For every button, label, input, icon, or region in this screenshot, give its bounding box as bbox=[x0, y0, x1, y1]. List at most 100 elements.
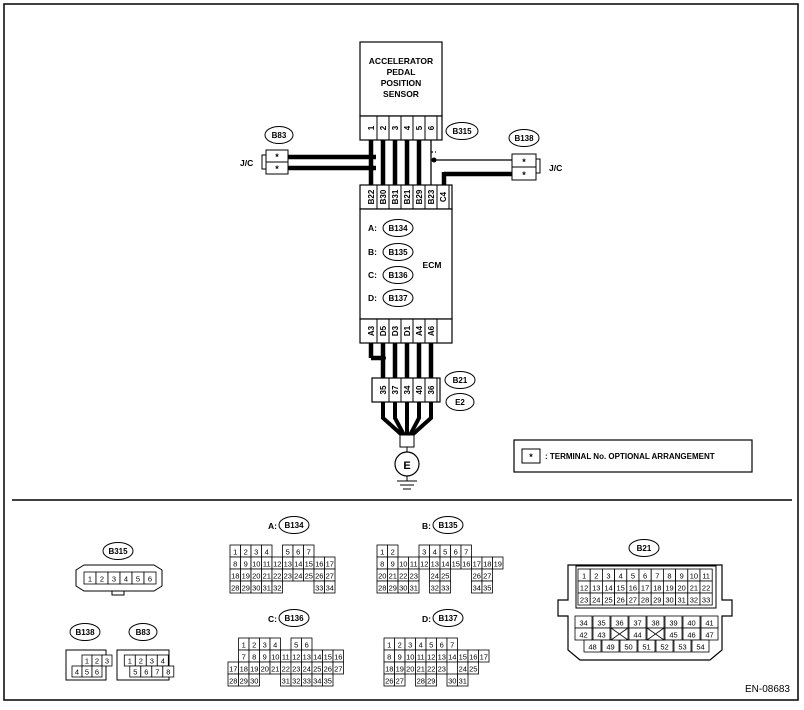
b21-cell-9: 9 bbox=[680, 572, 684, 581]
b21-cell-13: 13 bbox=[592, 584, 600, 593]
b136-cell-1: 1 bbox=[242, 641, 246, 650]
face-b135-prefix: B: bbox=[422, 521, 431, 531]
figure-code: EN-08683 bbox=[745, 684, 790, 695]
jc-left-star-1: * bbox=[275, 152, 279, 162]
b138-cell-6: 6 bbox=[95, 668, 99, 677]
b136-cell-13: 13 bbox=[303, 653, 311, 662]
face-b315-text: B315 bbox=[108, 547, 128, 556]
sensor-pin-4: 4 bbox=[403, 125, 412, 130]
b136-cell-32: 32 bbox=[292, 677, 300, 686]
b136-cell-29: 29 bbox=[240, 677, 248, 686]
ecm-bottom-pin-D3: D3 bbox=[391, 325, 400, 336]
b137-cell-8: 8 bbox=[387, 653, 391, 662]
ecm-top-pin-B29: B29 bbox=[415, 189, 424, 204]
ecm-e2-wires bbox=[368, 343, 434, 378]
b21-cell-41: 41 bbox=[705, 619, 713, 628]
legend-box: * : TERMINAL No. OPTIONAL ARRANGEMENT bbox=[513, 439, 753, 473]
b136-cell-20: 20 bbox=[261, 665, 269, 674]
b134-cell-28: 28 bbox=[231, 584, 239, 593]
legend-text: : TERMINAL No. OPTIONAL ARRANGEMENT bbox=[545, 452, 715, 461]
b21-cell-20: 20 bbox=[678, 584, 686, 593]
b21-cell-47: 47 bbox=[705, 631, 713, 640]
b136-cell-8: 8 bbox=[252, 653, 256, 662]
b137-cell-18: 18 bbox=[385, 665, 393, 674]
b21-cell-49: 49 bbox=[606, 643, 614, 652]
b135-cell-26: 26 bbox=[473, 572, 481, 581]
b137-cell-13: 13 bbox=[438, 653, 446, 662]
b21-cell-44: 44 bbox=[633, 631, 641, 640]
b137-cell-12: 12 bbox=[427, 653, 435, 662]
b135-cell-27: 27 bbox=[483, 572, 491, 581]
ecm-conn-a bbox=[382, 219, 414, 237]
b135-cell-11: 11 bbox=[410, 560, 418, 569]
b135-cell-9: 9 bbox=[391, 560, 395, 569]
ecm-conn-d-prefix: D: bbox=[368, 293, 377, 303]
b137-cell-3: 3 bbox=[408, 641, 412, 650]
ecm-bottom-pin-A4: A4 bbox=[415, 325, 424, 336]
connector-b83-label bbox=[264, 126, 294, 144]
b135-cell-5: 5 bbox=[443, 548, 447, 557]
ecm-top-pin-B30: B30 bbox=[379, 189, 388, 204]
face-b135-label bbox=[432, 516, 464, 534]
b21-cell-39: 39 bbox=[669, 619, 677, 628]
b21-cell-31: 31 bbox=[678, 596, 686, 605]
b135-cell-12: 12 bbox=[420, 560, 428, 569]
b83-cell-4: 4 bbox=[161, 657, 165, 666]
b83-text: B83 bbox=[272, 131, 287, 140]
b137-cell-21: 21 bbox=[417, 665, 425, 674]
sensor-label-1: ACCELERATOR bbox=[369, 56, 433, 66]
b134-cell-27: 27 bbox=[326, 572, 334, 581]
b315-text: B315 bbox=[452, 127, 472, 136]
b21-cell-54: 54 bbox=[696, 643, 704, 652]
sensor-pin-6: 6 bbox=[427, 125, 436, 130]
b136-cell-3: 3 bbox=[263, 641, 267, 650]
face-b21-text: B21 bbox=[637, 544, 652, 553]
jc-right-b138: B138 * * J/C bbox=[508, 129, 562, 181]
b21-cell-12: 12 bbox=[580, 584, 588, 593]
b137-cell-15: 15 bbox=[459, 653, 467, 662]
b135-cell-33: 33 bbox=[441, 584, 449, 593]
face-b134-prefix: A: bbox=[268, 521, 277, 531]
b137-cell-22: 22 bbox=[427, 665, 435, 674]
b137-cell-16: 16 bbox=[469, 653, 477, 662]
b21-cell-16: 16 bbox=[629, 584, 637, 593]
b137-cell-9: 9 bbox=[398, 653, 402, 662]
legend-symbol: * bbox=[529, 452, 533, 462]
ecm-bottom-pin-D5: D5 bbox=[379, 325, 388, 336]
face-b136-prefix: C: bbox=[268, 614, 277, 624]
b136-cell-17: 17 bbox=[229, 665, 237, 674]
b137-cell-31: 31 bbox=[459, 677, 467, 686]
e2-pin-36: 36 bbox=[427, 385, 436, 394]
b135-cell-15: 15 bbox=[452, 560, 460, 569]
outer-frame bbox=[3, 3, 799, 701]
e2-pin-37: 37 bbox=[391, 385, 400, 394]
b315-cell-2: 2 bbox=[100, 575, 104, 584]
b315-cell-1: 1 bbox=[88, 575, 92, 584]
ecm-bottom-pin-A6: A6 bbox=[427, 325, 436, 336]
b135-cell-7: 7 bbox=[464, 548, 468, 557]
ground-symbol: E bbox=[394, 434, 420, 490]
b134-cell-19: 19 bbox=[242, 572, 250, 581]
b136-cell-10: 10 bbox=[271, 653, 279, 662]
b137-cell-10: 10 bbox=[406, 653, 414, 662]
b21-cell-1: 1 bbox=[582, 572, 586, 581]
face-b136-text: B136 bbox=[284, 614, 304, 623]
connector-e2-label bbox=[445, 393, 475, 411]
b21-cell-37: 37 bbox=[633, 619, 641, 628]
b136-cell-18: 18 bbox=[240, 665, 248, 674]
b21-cell-48: 48 bbox=[588, 643, 596, 652]
b21-cell-26: 26 bbox=[617, 596, 625, 605]
face-b21-label bbox=[628, 539, 660, 557]
sensor-label-3: POSITION bbox=[381, 78, 422, 88]
b21-cell-15: 15 bbox=[617, 584, 625, 593]
b21-cell-18: 18 bbox=[653, 584, 661, 593]
b136-cell-31: 31 bbox=[282, 677, 290, 686]
b21-cell-50: 50 bbox=[624, 643, 632, 652]
b135-cell-31: 31 bbox=[410, 584, 418, 593]
ecm-conn-a-prefix: A: bbox=[368, 223, 377, 233]
b135-cell-24: 24 bbox=[431, 572, 439, 581]
